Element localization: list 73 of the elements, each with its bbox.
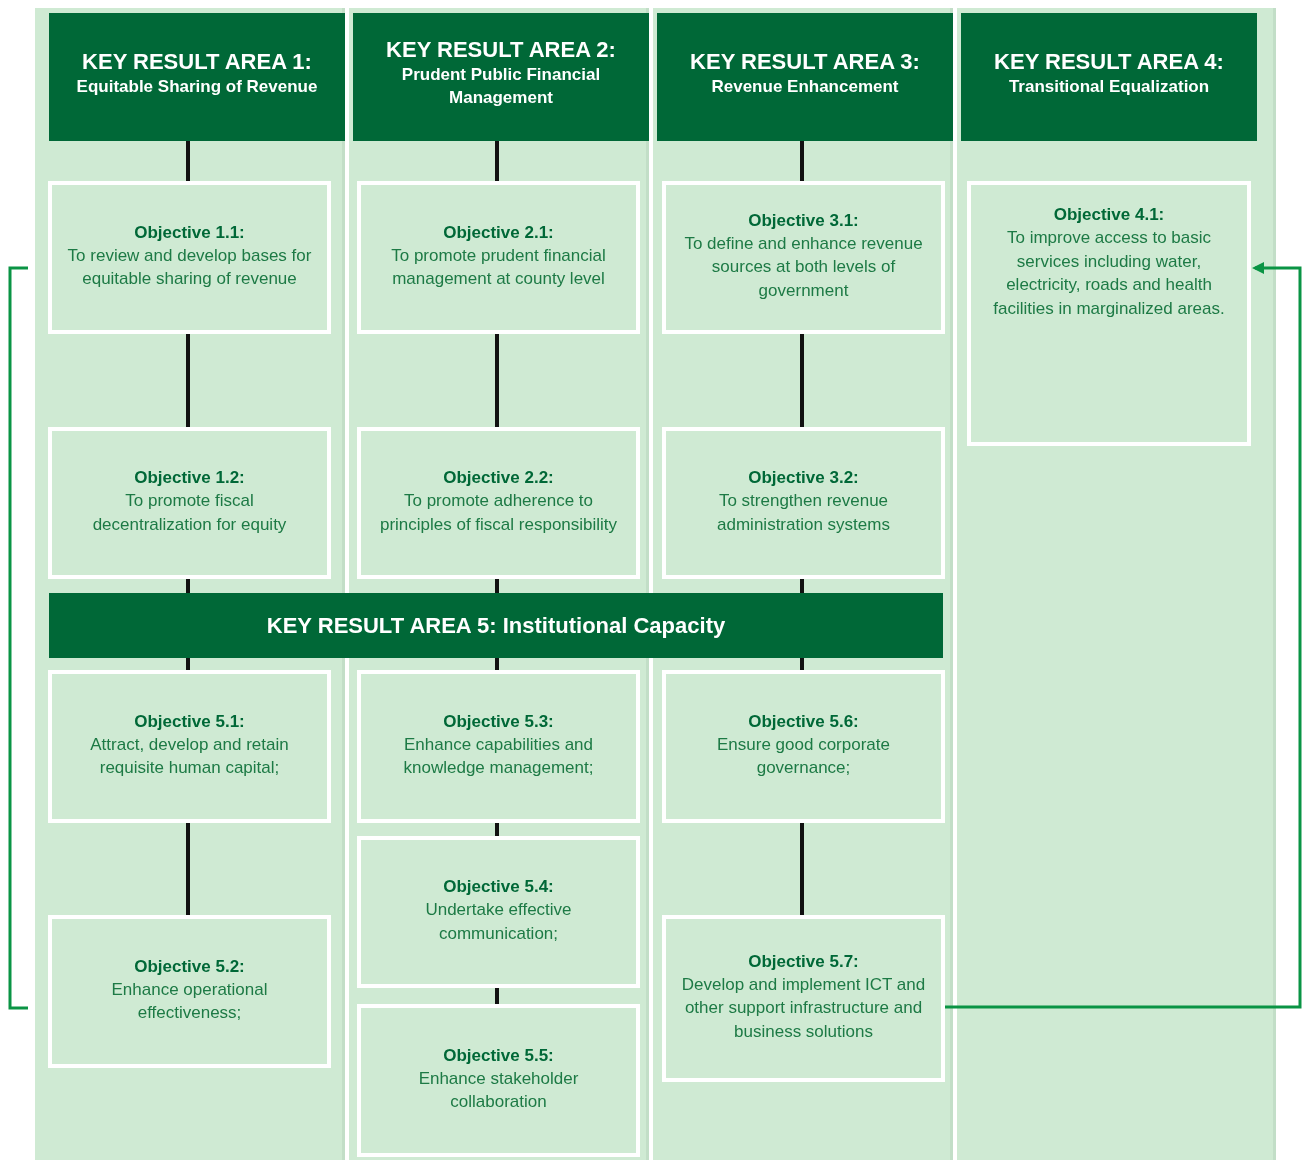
- objective-box: [357, 181, 640, 334]
- connector-line: [186, 823, 190, 915]
- connector-line: [186, 579, 190, 593]
- objective-title: Objective 3.2:: [748, 467, 859, 489]
- objective-box: [357, 836, 640, 988]
- objective-title: Objective 5.6:: [748, 710, 859, 733]
- connector-line: [495, 988, 499, 1004]
- objective-box: [357, 1004, 640, 1157]
- connector-line: [800, 658, 804, 670]
- objective-title: Objective 1.2:: [134, 467, 245, 489]
- objective-text: To promote prudent financial management at county level: [390, 244, 607, 290]
- arrow: [945, 262, 1302, 1009]
- objective-text: Develop and implement ICT and other support infrastructure and business solutions: [680, 973, 927, 1043]
- objective-text: Enhance capabilities and knowledge management;: [402, 733, 595, 779]
- connector-line: [800, 579, 804, 593]
- objective-box: [48, 670, 331, 823]
- objective-text: Undertake effective communication;: [424, 899, 573, 945]
- objective-box: [662, 181, 945, 334]
- objective-box: [967, 181, 1251, 446]
- header-title: KEY RESULT AREA 2:: [386, 37, 616, 63]
- banner-title: KEY RESULT AREA 5: Institutional Capacity: [266, 612, 726, 639]
- objective-text: To promote fiscal decentralization for equity: [91, 490, 288, 536]
- objective-box: [48, 915, 331, 1068]
- objective-title: Objective 4.1:: [1053, 204, 1165, 226]
- objective-box: [357, 670, 640, 823]
- objective-title: Objective 5.3:: [443, 710, 554, 733]
- connector-line: [495, 334, 499, 427]
- objective-text: To review and develop bases for equitable sharing of revenue: [66, 244, 313, 290]
- connector-line: [495, 141, 499, 181]
- connector-line: [800, 141, 804, 181]
- connector-line: [186, 141, 190, 181]
- objective-text: To strengthen revenue administration systems: [716, 490, 891, 536]
- header-box: [49, 13, 345, 141]
- objective-title: Objective 5.7:: [748, 950, 859, 973]
- objective-title: Objective 5.5:: [443, 1044, 554, 1067]
- connector-line: [495, 658, 499, 670]
- connector-line: [800, 823, 804, 915]
- header-box: [353, 13, 649, 141]
- objective-text: To improve access to basic services including water, electricity, roads and health facilities in marginalized areas.: [992, 227, 1226, 320]
- objective-title: Objective 1.1:: [134, 221, 245, 244]
- objective-title: Objective 5.4:: [443, 876, 554, 898]
- objective-box: [662, 915, 945, 1082]
- header-box: [961, 13, 1257, 141]
- objective-title: Objective 3.1:: [748, 209, 859, 232]
- connector-line: [495, 823, 499, 836]
- connector-line: [495, 579, 499, 593]
- objective-box: [48, 181, 331, 334]
- objective-title: Objective 5.1:: [134, 710, 245, 733]
- objective-box: [48, 427, 331, 579]
- header-title: KEY RESULT AREA 4:: [994, 48, 1224, 75]
- connector-line: [186, 334, 190, 427]
- header-title: KEY RESULT AREA 3:: [690, 48, 920, 75]
- connector-line: [186, 658, 190, 670]
- objective-box: [662, 670, 945, 823]
- header-box: [657, 13, 953, 141]
- objective-text: Enhance stakeholder collaboration: [417, 1067, 580, 1113]
- objective-text: To promote adherence to principles of fiscal responsibility: [378, 490, 619, 536]
- objective-text: To define and enhance revenue sources at both levels of government: [683, 232, 924, 302]
- header-title: KEY RESULT AREA 1:: [82, 48, 312, 75]
- objective-text: Attract, develop and retain requisite human capital;: [89, 733, 290, 779]
- connector-line: [800, 334, 804, 427]
- header-subtitle: Revenue Enhancement: [711, 75, 899, 98]
- objective-box: [662, 427, 945, 579]
- objective-text: Ensure good corporate governance;: [716, 733, 891, 779]
- objective-title: Objective 2.1:: [443, 221, 554, 244]
- objective-title: Objective 2.2:: [443, 467, 554, 489]
- header-subtitle: Transitional Equalization: [1008, 75, 1210, 98]
- header-subtitle: Prudent Public Financial Management: [400, 64, 602, 109]
- objective-title: Objective 5.2:: [134, 955, 245, 978]
- header-subtitle: Equitable Sharing of Revenue: [76, 75, 318, 98]
- banner-box: [49, 593, 943, 658]
- objective-text: Enhance operational effectiveness;: [110, 978, 269, 1024]
- objective-box: [357, 427, 640, 579]
